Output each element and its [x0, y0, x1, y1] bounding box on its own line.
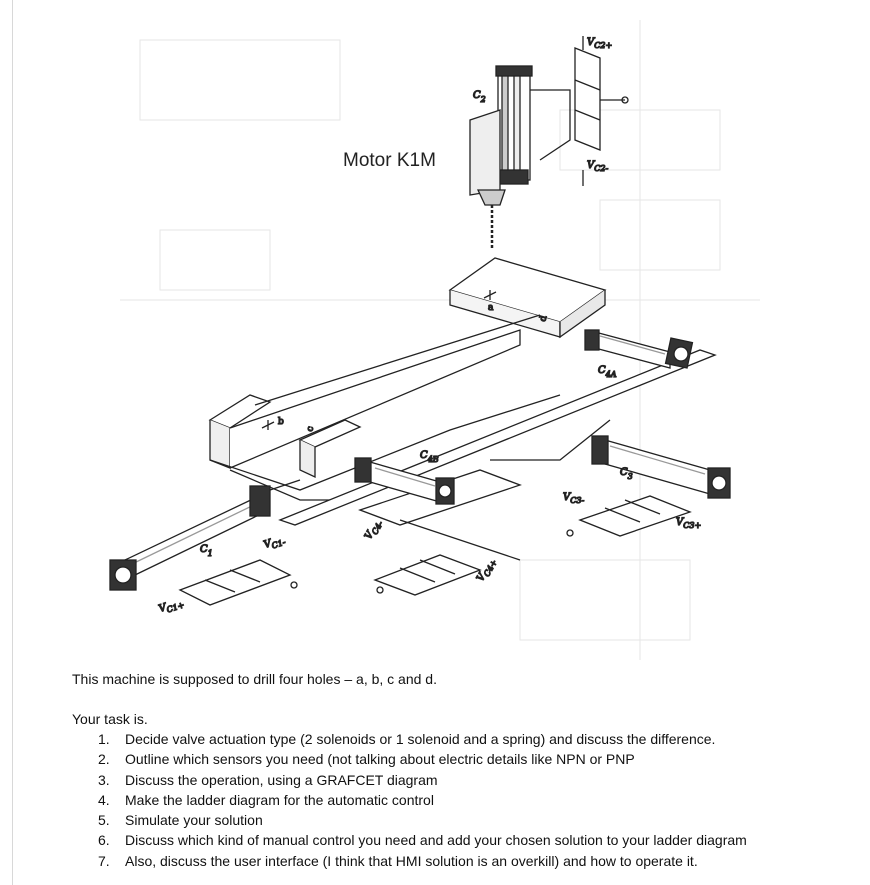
- work-table: [208, 257, 607, 501]
- motor-label: Motor K1M: [343, 150, 436, 171]
- task-item: 6. Discuss which kind of manual control y…: [98, 830, 747, 850]
- task-item: 3. Discuss the operation, using a GRAFCET…: [98, 770, 747, 790]
- page-left-rule: [12, 0, 13, 885]
- task-number: 6.: [98, 832, 110, 849]
- task-text: Simulate your solution: [125, 812, 263, 829]
- task-item: 7. Also, discuss the user interface (I th…: [98, 851, 747, 871]
- task-heading: Your task is.: [72, 711, 148, 727]
- task-item: 2. Outline which sensors you need (not ta…: [98, 749, 747, 769]
- label-c1: C1: [200, 544, 213, 558]
- hole-markers: a b c d: [261, 290, 550, 433]
- label-vc2-plus: VC2+: [587, 37, 612, 50]
- cylinder-c3: [591, 435, 731, 499]
- task-list: 1. Decide valve actuation type (2 solenoi…: [98, 729, 747, 871]
- label-c4a: C4A: [598, 365, 617, 379]
- task-item: 1. Decide valve actuation type (2 solenoi…: [98, 729, 747, 749]
- task-item: 5. Simulate your solution: [98, 810, 747, 830]
- cylinder-c4a: [584, 329, 694, 369]
- background-faint-grid: [120, 20, 760, 660]
- task-text: Also, discuss the user interface (I thin…: [125, 852, 698, 869]
- machine-drawing: C2 VC2+ VC2- C4A C4B: [109, 20, 760, 660]
- label-vc1-plus: VC1+: [158, 597, 186, 617]
- label-vc4-minus: VC4-: [363, 517, 385, 542]
- hole-d-label: d: [538, 314, 549, 322]
- hole-b-label: b: [278, 417, 284, 427]
- label-vc3-plus: VC3+: [676, 517, 701, 530]
- task-text: Decide valve actuation type (2 solenoids…: [125, 731, 716, 747]
- label-c3: C3: [620, 467, 633, 481]
- task-item: 4. Make the ladder diagram for the automa…: [98, 790, 747, 810]
- drilling-machine-figure: C2 VC2+ VC2- C4A C4B: [90, 0, 870, 670]
- hole-a-label: a: [488, 303, 494, 313]
- intro-paragraph: This machine is supposed to drill four h…: [72, 671, 437, 687]
- label-vc3-minus: VC3-: [563, 492, 584, 505]
- label-c2: C2: [473, 90, 486, 104]
- task-text: Outline which sensors you need (not talk…: [125, 751, 635, 768]
- task-number: 1.: [98, 731, 110, 747]
- hole-c-label: c: [305, 425, 316, 432]
- task-text: Make the ladder diagram for the automati…: [125, 791, 434, 808]
- label-c4b: C4B: [420, 450, 439, 464]
- valve-c4: [373, 554, 482, 596]
- task-number: 7.: [98, 852, 110, 869]
- task-text: Discuss the operation, using a GRAFCET d…: [125, 771, 438, 788]
- task-number: 5.: [98, 812, 110, 829]
- valve-c2: [574, 36, 629, 186]
- task-number: 4.: [98, 791, 110, 808]
- cylinder-c4b: [354, 457, 455, 505]
- task-number: 2.: [98, 751, 110, 768]
- task-text: Discuss which kind of manual control you…: [125, 832, 747, 849]
- drill-cylinder-c2: [469, 65, 571, 248]
- valve-c3: [566, 495, 692, 537]
- task-number: 3.: [98, 771, 110, 788]
- label-vc2-minus: VC2-: [587, 160, 608, 173]
- cylinder-c1: [109, 479, 301, 591]
- label-vc1-minus: VC1-: [263, 534, 287, 553]
- valve-c1: [178, 559, 298, 606]
